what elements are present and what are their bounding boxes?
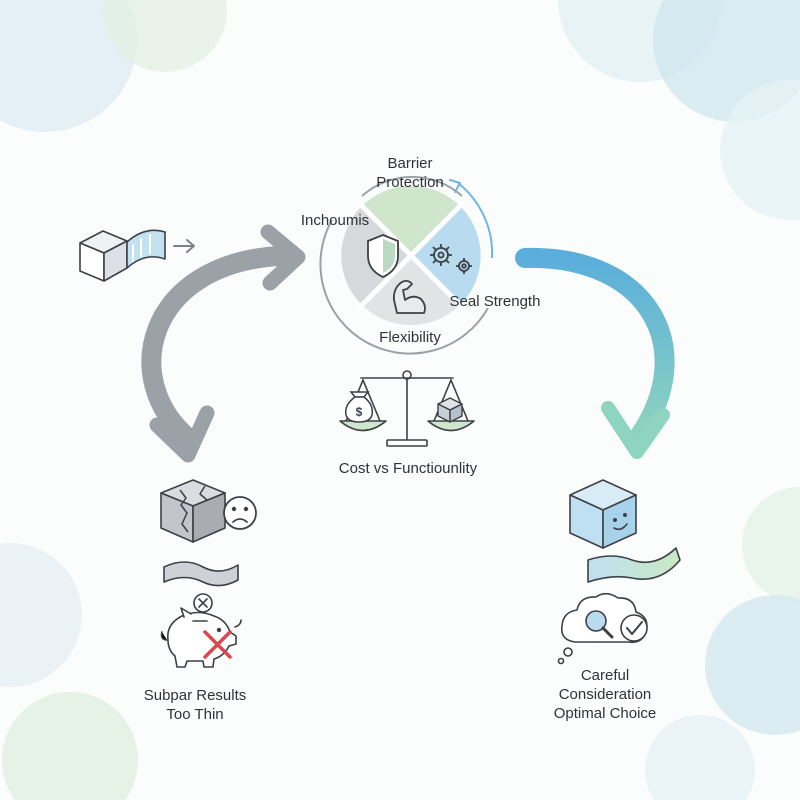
barrier-protection-label: Barrier Protection bbox=[376, 155, 444, 191]
cost-vs-functionality-label: Cost vs Functiounlity bbox=[338, 460, 478, 477]
check-icon bbox=[620, 614, 648, 642]
box-with-film-icon bbox=[79, 229, 166, 282]
flexibility-label: Flexibility bbox=[379, 329, 441, 346]
subpar-results-label: Subpar Results Too Thin bbox=[143, 687, 247, 723]
gray-curved-arrow bbox=[141, 224, 306, 463]
bg-circle bbox=[742, 487, 800, 603]
bg-circle bbox=[720, 80, 800, 220]
box-icon bbox=[437, 397, 463, 423]
film-icon bbox=[587, 547, 681, 583]
careful-consideration-label: Careful Consideration Optimal Choice bbox=[553, 667, 657, 722]
balance-scale bbox=[339, 370, 475, 447]
cancel-icon bbox=[193, 593, 213, 613]
seal-strength-label: Seal Strength bbox=[449, 293, 541, 310]
cycle-arrow bbox=[457, 182, 494, 259]
bg-circle bbox=[0, 543, 82, 687]
happy-box-icon bbox=[569, 479, 637, 549]
gears-icon bbox=[430, 244, 472, 274]
bg-circle bbox=[705, 595, 800, 735]
quadrant-flexibility bbox=[362, 256, 460, 326]
small-arrow-icon bbox=[173, 239, 195, 253]
inclusion-label: Inchoumis bbox=[300, 212, 370, 229]
bg-circle bbox=[103, 0, 227, 72]
piggy-bank-icon bbox=[160, 607, 242, 668]
cracked-box-icon bbox=[160, 479, 226, 543]
bg-circle bbox=[558, 0, 722, 82]
flexed-arm-icon bbox=[393, 279, 426, 314]
sad-face-icon bbox=[223, 496, 257, 530]
quadrant-seal bbox=[411, 206, 481, 305]
bg-circle bbox=[653, 0, 800, 122]
blue-curved-arrow bbox=[515, 247, 675, 459]
shield-icon bbox=[367, 234, 399, 278]
thin-film-icon bbox=[163, 561, 239, 587]
money-bag-icon: $ bbox=[344, 391, 374, 423]
bg-circle bbox=[0, 0, 137, 132]
bg-circle bbox=[2, 692, 138, 800]
magnifier-cloud-icon bbox=[557, 592, 648, 665]
dollar-sign: $ bbox=[356, 405, 363, 419]
bg-circle bbox=[645, 715, 755, 800]
